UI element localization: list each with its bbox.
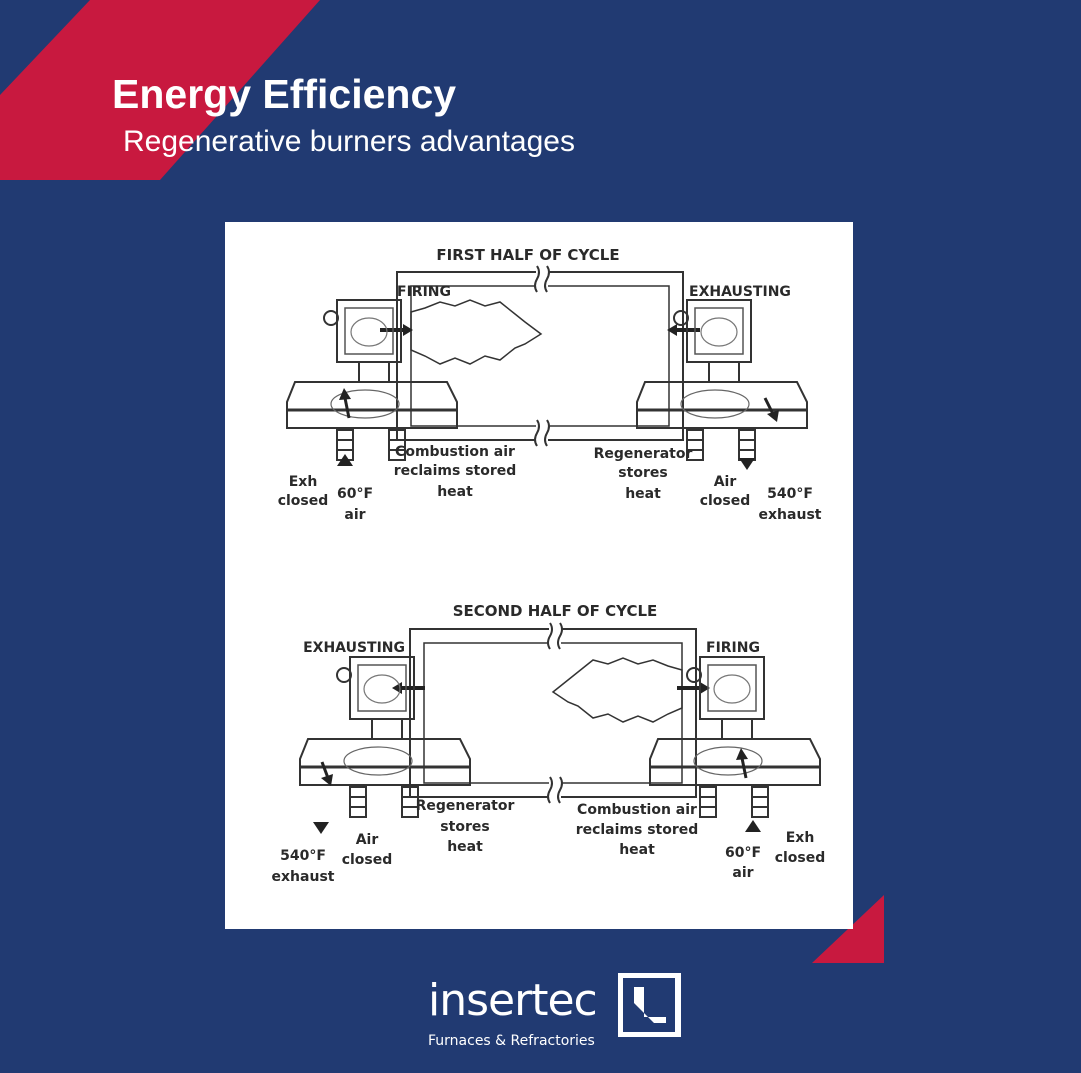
brand-tagline: Furnaces & Refractories (428, 1033, 595, 1049)
brand-wordmark: insertec (428, 975, 598, 1026)
second-right-port-a-2: air (732, 865, 753, 881)
first-flame (410, 299, 543, 365)
second-left-label: EXHAUSTING (303, 640, 405, 656)
second-right-burner (648, 655, 822, 819)
first-left-port-a-1: Exh (289, 474, 318, 490)
first-left-port-b-2: air (344, 507, 365, 523)
second-left-note-3: heat (447, 839, 483, 855)
first-half-cycle: FIRST HALF OF CYCLE (278, 246, 822, 523)
page-title: Energy Efficiency (112, 71, 457, 117)
first-right-label: EXHAUSTING (689, 284, 791, 300)
second-half-cycle: SECOND HALF OF CYCLE (272, 602, 826, 885)
insertec-logo-icon (618, 973, 681, 1037)
second-right-note-1: Combustion air (577, 802, 697, 818)
first-right-port-b-2: exhaust (759, 507, 822, 523)
second-left-note-1: Regenerator (416, 798, 515, 814)
first-left-port-a-2: closed (278, 493, 329, 509)
first-left-port-b-1: 60°F (337, 486, 373, 502)
second-left-burner (298, 655, 472, 819)
first-half-title: FIRST HALF OF CYCLE (436, 246, 619, 264)
first-left-label: FIRING (397, 284, 451, 300)
regenerative-burner-diagram: FIRST HALF OF CYCLE (225, 222, 853, 929)
second-left-port-a-2: exhaust (272, 869, 335, 885)
cycle-diagram-svg: FIRST HALF OF CYCLE (272, 246, 826, 885)
second-left-note-2: stores (440, 819, 489, 835)
first-right-note-3: heat (625, 486, 661, 502)
second-right-port-b-2: closed (775, 850, 826, 866)
first-right-note-1: Regenerator (594, 446, 693, 462)
first-right-note-2: stores (618, 465, 667, 481)
page-subtitle: Regenerative burners advantages (123, 125, 575, 158)
first-left-note-1: Combustion air (395, 444, 515, 460)
first-right-burner (635, 298, 809, 462)
second-flame (551, 657, 683, 723)
second-right-port-a-1: 60°F (725, 845, 761, 861)
second-left-port-b-1: Air (356, 832, 379, 848)
second-left-port-a-1: 540°F (280, 848, 326, 864)
first-left-note-3: heat (437, 484, 473, 500)
second-half-title: SECOND HALF OF CYCLE (453, 602, 658, 620)
first-left-note-2: reclaims stored (394, 463, 517, 479)
first-right-port-a-1: Air (714, 474, 737, 490)
second-left-port-b-2: closed (342, 852, 393, 868)
first-right-port-a-2: closed (700, 493, 751, 509)
top-left-notch (0, 0, 90, 95)
second-right-note-2: reclaims stored (576, 822, 699, 838)
second-right-label: FIRING (706, 640, 760, 656)
first-right-port-b-1: 540°F (767, 486, 813, 502)
top-left-red-shape (0, 0, 320, 180)
second-right-note-3: heat (619, 842, 655, 858)
bottom-right-red-triangle (812, 895, 884, 963)
second-right-port-b-1: Exh (786, 830, 815, 846)
first-left-burner (285, 298, 459, 462)
second-furnace-chamber (409, 628, 697, 798)
